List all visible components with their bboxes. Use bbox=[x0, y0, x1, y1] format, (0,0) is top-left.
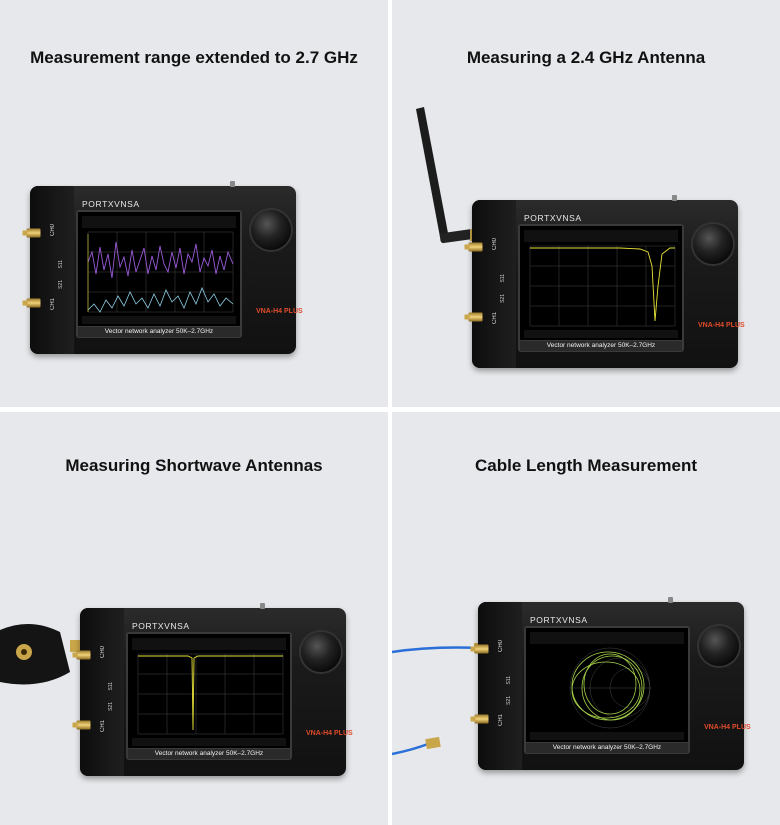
s21-label: S21 bbox=[58, 280, 64, 289]
device-port-rail bbox=[30, 186, 74, 354]
model-label: VNA-H4 PLUS bbox=[698, 322, 745, 329]
cyan-trace bbox=[87, 286, 234, 313]
ch1-sma-connector-icon bbox=[468, 312, 483, 322]
brand-logo: PORTXVNSA bbox=[530, 615, 588, 625]
rotary-knob-icon bbox=[699, 626, 739, 666]
s11-label: S11 bbox=[500, 274, 506, 283]
panel-2-4ghz-antenna: Measuring a 2.4 GHz Antenna CH0 CH1 S11 … bbox=[392, 0, 780, 407]
screen-header-bar bbox=[530, 632, 684, 644]
device-screen bbox=[520, 226, 682, 340]
device-screen bbox=[78, 212, 240, 326]
rotary-knob-icon bbox=[693, 224, 733, 264]
shortwave-antenna-mount-icon bbox=[0, 623, 86, 685]
model-label: VNA-H4 PLUS bbox=[256, 308, 303, 315]
ch0-label: CH0 bbox=[498, 640, 504, 653]
screen-caption: Vector network analyzer 50K–2.7GHz bbox=[520, 341, 682, 351]
ch0-sma-connector-icon bbox=[76, 650, 91, 660]
device-screen bbox=[526, 628, 688, 742]
yellow-trace bbox=[530, 247, 675, 322]
s11-label: S11 bbox=[58, 260, 64, 269]
screen-plot bbox=[82, 216, 236, 324]
brand-logo: PORTXVNSA bbox=[132, 621, 190, 631]
brand-logo: PORTXVNSA bbox=[524, 213, 582, 223]
screen-footer-bar bbox=[82, 316, 236, 324]
model-label: VNA-H4 PLUS bbox=[704, 724, 751, 731]
vna-device: CH0 CH1 S11 S21 PORTXVNSA bbox=[26, 181, 303, 354]
device-screen bbox=[128, 634, 290, 748]
screen-header-bar bbox=[132, 638, 286, 650]
screen-plot bbox=[132, 638, 286, 746]
ch0-label: CH0 bbox=[50, 224, 56, 237]
ch1-sma-connector-icon bbox=[76, 720, 91, 730]
panel-caption: Measurement range extended to 2.7 GHz bbox=[30, 48, 358, 67]
screen-caption: Vector network analyzer 50K–2.7GHz bbox=[526, 743, 688, 753]
panel-range-2-7ghz: Measurement range extended to 2.7 GHz CH… bbox=[0, 0, 388, 407]
vna-device: CH0 CH1 S11 S21 PORTXVNSA bbox=[474, 597, 751, 770]
s21-label: S21 bbox=[500, 294, 506, 303]
device-top-button bbox=[668, 597, 673, 603]
device-top-button bbox=[260, 603, 265, 609]
ch0-sma-connector-icon bbox=[26, 228, 41, 238]
rotary-knob-icon bbox=[301, 632, 341, 672]
screen-footer-bar bbox=[524, 330, 678, 338]
s11-label: S11 bbox=[108, 682, 114, 691]
rotary-knob-icon bbox=[251, 210, 291, 250]
ch0-sma-connector-icon bbox=[468, 242, 483, 252]
ch1-label: CH1 bbox=[492, 312, 498, 325]
s21-label: S21 bbox=[108, 702, 114, 711]
device-port-rail bbox=[478, 602, 522, 770]
device-top-button bbox=[230, 181, 235, 187]
ch1-label: CH1 bbox=[50, 298, 56, 311]
purple-trace bbox=[87, 241, 234, 279]
ch0-sma-connector-icon bbox=[474, 644, 489, 654]
ch1-label: CH1 bbox=[498, 714, 504, 727]
panel-cable-length: Cable Length Measurement CH0 CH1 S11 S21… bbox=[392, 412, 780, 825]
yellow-trace bbox=[138, 655, 283, 731]
ch1-sma-connector-icon bbox=[26, 298, 41, 308]
panel-shortwave-antennas: Measuring Shortwave Antennas CH0 CH1 S11… bbox=[0, 412, 388, 825]
screen-plot bbox=[530, 632, 684, 740]
screen-header-bar bbox=[524, 230, 678, 242]
s11-label: S11 bbox=[506, 676, 512, 685]
model-label: VNA-H4 PLUS bbox=[306, 730, 353, 737]
vna-device: CH0 CH1 S11 S21 PORTXVNSA bbox=[76, 603, 353, 776]
green-smith-trace bbox=[571, 651, 645, 721]
vna-device: CH0 CH1 S11 S21 PORTXVNSA bbox=[468, 195, 745, 368]
screen-plot bbox=[524, 230, 678, 338]
ch0-label: CH0 bbox=[100, 646, 106, 659]
screen-footer-bar bbox=[132, 738, 286, 746]
screen-grid bbox=[137, 653, 284, 735]
device-top-button bbox=[672, 195, 677, 201]
antenna-icon bbox=[416, 107, 480, 244]
panel-caption: Measuring a 2.4 GHz Antenna bbox=[466, 48, 706, 67]
panel-caption: Cable Length Measurement bbox=[475, 456, 697, 475]
screen-footer-bar bbox=[530, 732, 684, 740]
brand-logo: PORTXVNSA bbox=[82, 199, 140, 209]
ch1-sma-connector-icon bbox=[474, 714, 489, 724]
screen-header-bar bbox=[82, 216, 236, 228]
device-port-rail bbox=[80, 608, 124, 776]
panel-caption: Measuring Shortwave Antennas bbox=[65, 456, 323, 475]
screen-caption: Vector network analyzer 50K–2.7GHz bbox=[128, 749, 290, 759]
ch0-label: CH0 bbox=[492, 238, 498, 251]
screen-caption: Vector network analyzer 50K–2.7GHz bbox=[78, 327, 240, 337]
s21-label: S21 bbox=[506, 696, 512, 705]
device-port-rail bbox=[472, 200, 516, 368]
screen-grid bbox=[87, 231, 234, 313]
ch1-label: CH1 bbox=[100, 720, 106, 733]
screen-grid bbox=[529, 245, 676, 327]
